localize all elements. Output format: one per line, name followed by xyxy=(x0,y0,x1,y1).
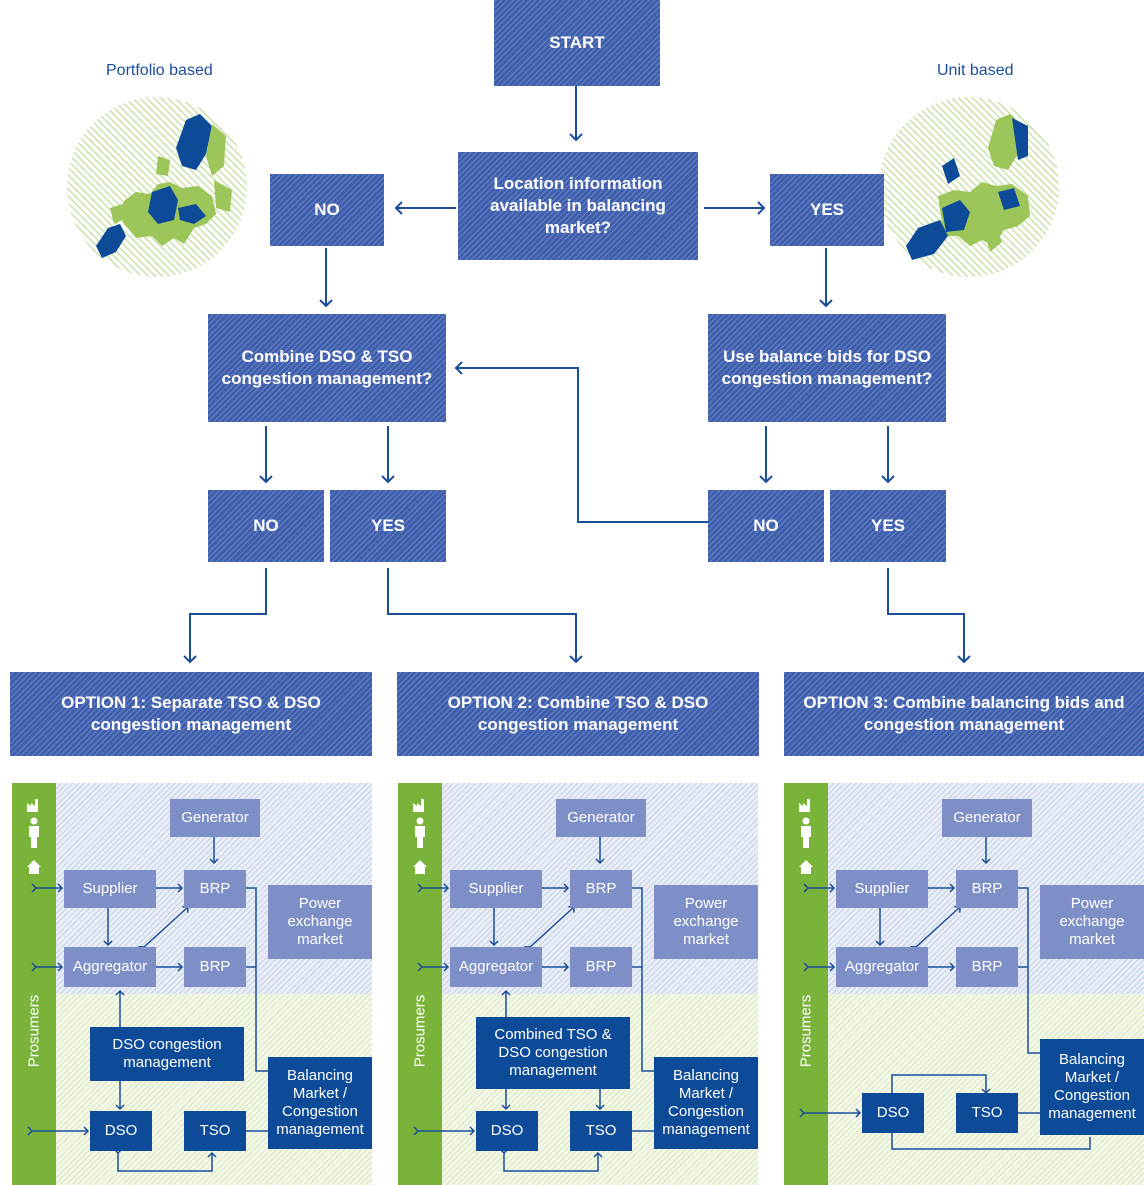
brp-box-lower: BRP xyxy=(956,947,1018,987)
option-3-box: OPTION 3: Combine balancing bids and con… xyxy=(784,672,1144,756)
balancing-market-box: Balancing Market / Congestion management xyxy=(268,1057,372,1149)
supplier-box: Supplier xyxy=(64,870,156,908)
supplier-box: Supplier xyxy=(836,870,928,908)
brp-box-lower: BRP xyxy=(570,947,632,987)
europe-map-unit-icon xyxy=(879,97,1059,277)
yes-box-3: YES xyxy=(830,490,946,562)
panel-3-connectors xyxy=(799,830,1091,1150)
generator-box: Generator xyxy=(170,799,260,837)
power-exchange-box: Power exchange market xyxy=(1040,885,1144,959)
location-question-box: Location information available in balanc… xyxy=(458,152,698,260)
brp-box-upper: BRP xyxy=(956,870,1018,908)
tso-box: TSO xyxy=(956,1093,1018,1133)
person-icon xyxy=(801,817,811,848)
house-icon xyxy=(799,860,813,874)
panel-2-connectors xyxy=(413,830,654,1172)
option-2-panel: Prosumers Generator Supplier BRP Power e… xyxy=(398,783,758,1185)
dso-congestion-box: DSO congestion management xyxy=(90,1027,244,1081)
supplier-box: Supplier xyxy=(450,870,542,908)
balancing-market-box: Balancing Market / Congestion management xyxy=(1040,1039,1144,1135)
person-icon xyxy=(29,817,39,848)
person-icon xyxy=(415,817,425,848)
option-2-box: OPTION 2: Combine TSO & DSO congestion m… xyxy=(397,672,759,756)
balancing-market-box: Balancing Market / Congestion management xyxy=(654,1057,758,1149)
aggregator-box: Aggregator xyxy=(64,947,156,987)
dso-box: DSO xyxy=(476,1111,538,1151)
yes-box-2: YES xyxy=(330,490,446,562)
no-box-3: NO xyxy=(708,490,824,562)
europe-map-portfolio-icon xyxy=(67,97,247,277)
house-icon xyxy=(27,860,41,874)
combined-congestion-box: Combined TSO & DSO congestion management xyxy=(476,1017,630,1089)
factory-icon xyxy=(799,799,810,812)
use-bids-question-box: Use balance bids for DSO congestion mana… xyxy=(708,314,946,422)
panel-1-connectors xyxy=(27,830,268,1172)
generator-box: Generator xyxy=(942,799,1032,837)
start-box: START xyxy=(494,0,660,86)
brp-box-upper: BRP xyxy=(184,870,246,908)
yes-box-1: YES xyxy=(770,174,884,246)
no-box-1: NO xyxy=(270,174,384,246)
option-1-box: OPTION 1: Separate TSO & DSO congestion … xyxy=(10,672,372,756)
aggregator-box: Aggregator xyxy=(450,947,542,987)
brp-box-upper: BRP xyxy=(570,870,632,908)
house-icon xyxy=(413,860,427,874)
aggregator-box: Aggregator xyxy=(836,947,928,987)
portfolio-based-label: Portfolio based xyxy=(106,62,213,79)
brp-box-lower: BRP xyxy=(184,947,246,987)
unit-based-label: Unit based xyxy=(937,62,1014,79)
tso-box: TSO xyxy=(570,1111,632,1151)
tso-box: TSO xyxy=(184,1111,246,1151)
power-exchange-box: Power exchange market xyxy=(268,885,372,959)
factory-icon xyxy=(27,799,38,812)
combine-question-box: Combine DSO & TSO congestion management? xyxy=(208,314,446,422)
dso-box: DSO xyxy=(862,1093,924,1133)
option-1-panel: Prosumers Generator Supplier BRP Power e… xyxy=(12,783,372,1185)
generator-box: Generator xyxy=(556,799,646,837)
option-3-panel: Prosumers Generator Supplier BRP Power e… xyxy=(784,783,1144,1185)
dso-box: DSO xyxy=(90,1111,152,1151)
no-box-2: NO xyxy=(208,490,324,562)
factory-icon xyxy=(413,799,424,812)
power-exchange-box: Power exchange market xyxy=(654,885,758,959)
